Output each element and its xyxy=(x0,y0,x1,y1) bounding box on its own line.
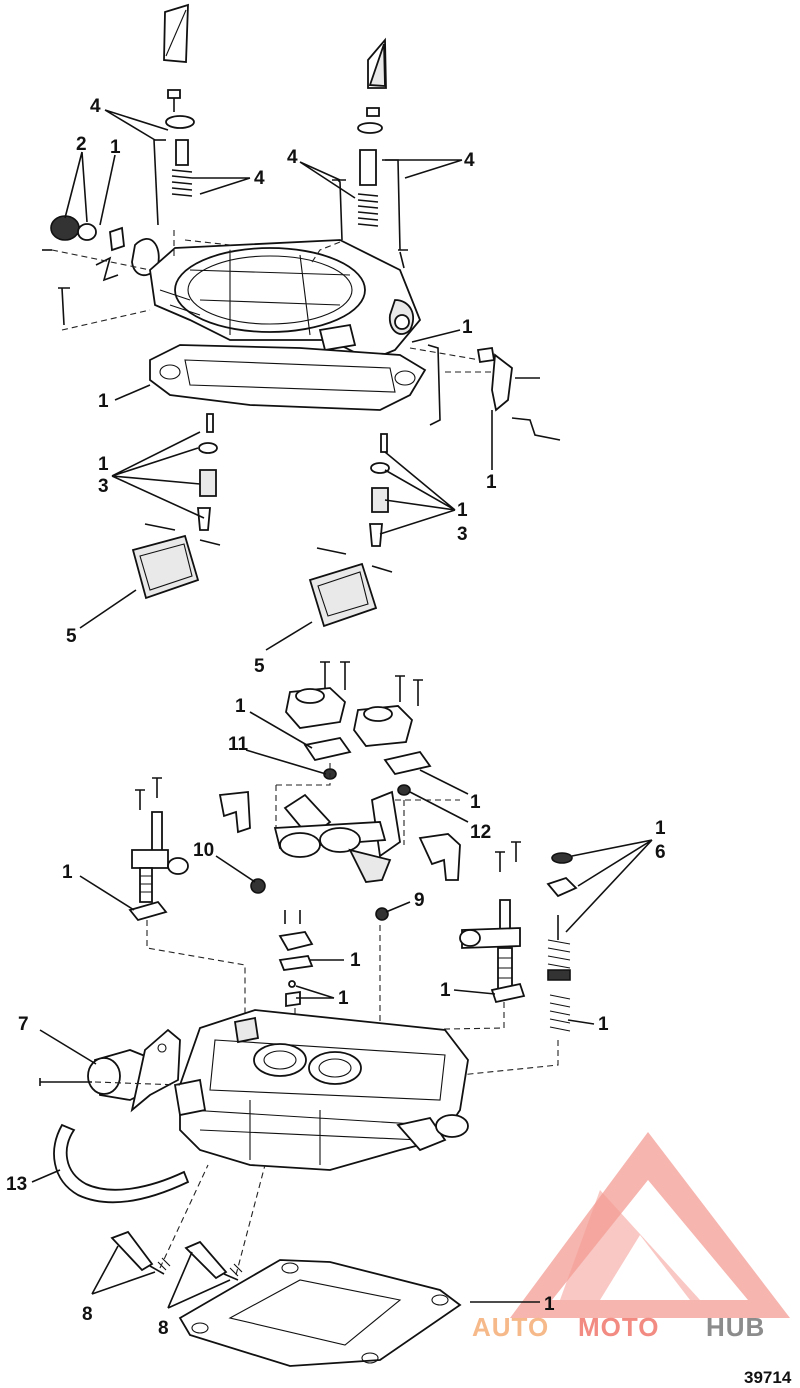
watermark-logo-icon xyxy=(510,1132,790,1318)
callout-5: 5 xyxy=(66,626,77,647)
watermark-text-moto: MOTO xyxy=(578,1312,660,1342)
callout-13: 13 xyxy=(6,1174,27,1195)
watermark-text-auto: AUTO xyxy=(472,1312,549,1342)
callout-7: 7 xyxy=(18,1014,29,1035)
callout-10: 10 xyxy=(193,840,214,861)
watermark-wordmark: AUTO MOTO HUB xyxy=(472,1312,765,1342)
callout-8: 8 xyxy=(158,1318,169,1339)
leader-lines xyxy=(31,109,653,1309)
callout-3: 3 xyxy=(98,476,109,497)
callout-2: 2 xyxy=(76,134,87,155)
callout-1: 1 xyxy=(457,500,468,521)
callout-9: 9 xyxy=(414,890,425,911)
float-needle-seat-assembly xyxy=(131,413,393,628)
callout-5: 5 xyxy=(254,656,265,677)
callout-12: 12 xyxy=(470,822,491,843)
callout-1: 1 xyxy=(338,988,349,1009)
callout-1: 1 xyxy=(350,950,361,971)
callout-8: 8 xyxy=(82,1304,93,1325)
diagram-id-label: 39714 xyxy=(744,1368,792,1387)
callout-4: 4 xyxy=(464,150,475,171)
callout-1: 1 xyxy=(235,696,246,717)
callout-labels: 4 2 1 4 4 4 1 1 1 1 3 1 3 5 5 1 11 1 12 … xyxy=(6,96,666,1339)
metering-rod-assembly xyxy=(128,661,578,1076)
main-body-assembly xyxy=(39,1009,469,1367)
callout-1: 1 xyxy=(655,818,666,839)
callout-1: 1 xyxy=(440,980,451,1001)
callout-1: 1 xyxy=(486,472,497,493)
air-horn-assembly xyxy=(42,3,561,441)
callout-4: 4 xyxy=(287,147,298,168)
callout-1: 1 xyxy=(544,1294,555,1315)
callout-4: 4 xyxy=(254,168,265,189)
callout-1: 1 xyxy=(62,862,73,883)
callout-1: 1 xyxy=(110,137,121,158)
callout-1: 1 xyxy=(462,317,473,338)
callout-1: 1 xyxy=(98,454,109,475)
callout-3: 3 xyxy=(457,524,468,545)
callout-4: 4 xyxy=(90,96,101,117)
callout-1: 1 xyxy=(470,792,481,813)
callout-6: 6 xyxy=(655,842,666,863)
watermark-text-hub: HUB xyxy=(706,1312,765,1342)
callout-1: 1 xyxy=(98,391,109,412)
callout-1: 1 xyxy=(598,1014,609,1035)
callout-11: 11 xyxy=(228,734,249,755)
